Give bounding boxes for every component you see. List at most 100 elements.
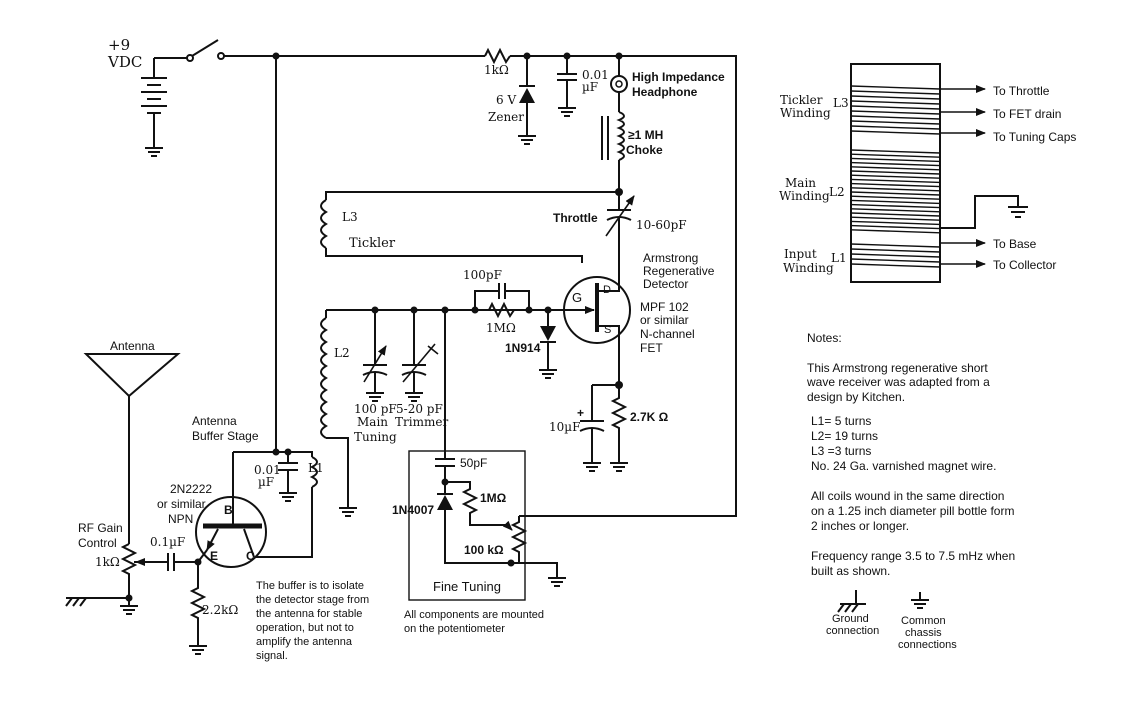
buffer-note-4: operation, but not to bbox=[256, 622, 354, 634]
legend-chassis-1: Common bbox=[901, 615, 946, 627]
diode-1n914 bbox=[538, 310, 558, 379]
l1-coil bbox=[254, 456, 318, 558]
fine-tuning-label: Fine Tuning bbox=[433, 579, 501, 594]
transistor-type-1: 2N2222 bbox=[170, 482, 212, 496]
notes-p1-line3: design by Kitchen. bbox=[807, 390, 905, 404]
resistor-1k-top-label: 1kΩ bbox=[484, 63, 509, 77]
winding-turn bbox=[850, 191, 941, 196]
cap-10uf-plus: + bbox=[577, 406, 584, 420]
power-switch bbox=[186, 39, 225, 62]
winding-turn bbox=[850, 208, 941, 213]
coil-l1-label: L1 bbox=[831, 251, 847, 265]
buffer-note-6: signal. bbox=[256, 650, 288, 662]
cap-top-value: 0.01 bbox=[582, 68, 609, 82]
fet-source-label: S bbox=[604, 324, 611, 336]
l2-label: L2 bbox=[334, 346, 350, 360]
winding-turn bbox=[850, 95, 941, 100]
winding-turn bbox=[850, 263, 941, 268]
buffer-cap-value: 0.01 bbox=[254, 463, 281, 477]
notes-p2-line3: 2 inches or longer. bbox=[811, 519, 909, 533]
fine-resistor-label: 1MΩ bbox=[480, 491, 507, 505]
rf-choke bbox=[601, 111, 625, 192]
throttle-capacitor bbox=[605, 192, 635, 244]
cap-top-unit: µF bbox=[582, 80, 598, 94]
winding-turn bbox=[850, 125, 941, 130]
choke-label: Choke bbox=[626, 143, 663, 157]
buffer-note-1: The buffer is to isolate bbox=[256, 580, 364, 592]
buffer-label-2: Buffer Stage bbox=[192, 429, 259, 443]
l1-label: L1 bbox=[308, 461, 324, 475]
emitter-resistor-2.2k bbox=[188, 562, 208, 655]
coil-main-label-2: Winding bbox=[779, 189, 830, 203]
ground-connection-icon bbox=[837, 590, 866, 613]
winding-turn bbox=[850, 199, 941, 205]
trimmer-value: 5-20 pF bbox=[396, 402, 443, 416]
fet-drain-label: D bbox=[603, 284, 611, 296]
main-tuning-label-1: Main bbox=[357, 415, 388, 429]
winding-turn bbox=[850, 170, 941, 175]
grid-resistor-label: 1MΩ bbox=[486, 321, 516, 335]
grid-resistor-1m bbox=[488, 301, 515, 319]
coil-to-tuning-caps: To Tuning Caps bbox=[993, 130, 1076, 144]
notes-p3-line2: built as shown. bbox=[811, 564, 890, 578]
winding-turn bbox=[850, 195, 941, 200]
fet-type-label-2: or similar bbox=[640, 313, 689, 327]
notes-p2-line1: All coils wound in the same direction bbox=[811, 489, 1004, 503]
winding-turn bbox=[850, 178, 941, 184]
notes-turns-l2: L2= 19 turns bbox=[811, 429, 878, 443]
rf-gain-potentiometer bbox=[65, 543, 152, 615]
winding-turn bbox=[850, 85, 941, 90]
coil-to-fet-drain: To FET drain bbox=[993, 107, 1061, 121]
main-tuning-value: 100 pF bbox=[354, 402, 397, 416]
winding-turn bbox=[850, 220, 941, 226]
l3-label: L3 bbox=[342, 210, 358, 224]
coil-to-base: To Base bbox=[993, 237, 1037, 251]
throttle-cap-label: 10-60pF bbox=[636, 218, 687, 232]
winding-turn bbox=[850, 110, 941, 115]
headphone-label-1: High Impedance bbox=[632, 70, 725, 84]
coil-windings bbox=[850, 85, 941, 268]
antenna-label: Antenna bbox=[110, 339, 155, 353]
throttle-label: Throttle bbox=[553, 211, 598, 225]
coil-tickler-label-1: Tickler bbox=[780, 93, 823, 107]
coil-l2-label: L2 bbox=[829, 185, 845, 199]
winding-turn bbox=[850, 174, 941, 179]
cap-10uf-label: 10µF bbox=[549, 420, 580, 434]
winding-turn bbox=[850, 90, 941, 95]
trimmer-label: Trimmer bbox=[395, 415, 448, 429]
battery bbox=[141, 58, 167, 157]
rf-gain-label-1: RF Gain bbox=[78, 521, 123, 535]
zener-label: Zener bbox=[488, 110, 524, 124]
winding-turn bbox=[850, 258, 941, 263]
fine-tuning-potentiometer bbox=[502, 516, 567, 587]
coil-input-label-2: Winding bbox=[783, 261, 834, 275]
notes-p3-line1: Frequency range 3.5 to 7.5 mHz when bbox=[811, 549, 1015, 563]
coil-l3-label: L3 bbox=[833, 96, 849, 110]
winding-turn bbox=[850, 182, 941, 188]
coil-to-throttle: To Throttle bbox=[993, 84, 1050, 98]
fet-type-label-1: MPF 102 bbox=[640, 300, 689, 314]
buffer-capacitor bbox=[278, 452, 298, 502]
resistor-1k-top bbox=[484, 47, 511, 65]
winding-turn bbox=[850, 253, 941, 258]
winding-turn bbox=[850, 130, 941, 135]
transistor-type-2: or similar bbox=[157, 497, 206, 511]
transistor-base-label: B bbox=[224, 503, 233, 517]
detector-label-3: Detector bbox=[643, 277, 688, 291]
coil-to-collector: To Collector bbox=[993, 258, 1056, 272]
notes-p1-line1: This Armstrong regenerative short bbox=[807, 361, 988, 375]
winding-turn bbox=[850, 166, 941, 171]
coupling-cap-label: 0.1µF bbox=[150, 535, 185, 549]
transistor-collector-label: C bbox=[246, 549, 255, 563]
fine-tuning-box bbox=[408, 450, 526, 601]
winding-turn bbox=[850, 248, 941, 253]
rf-gain-value: 1kΩ bbox=[95, 555, 120, 569]
supply-vdc-label: VDC bbox=[107, 53, 142, 71]
winding-turn bbox=[850, 105, 941, 110]
buffer-note-2: the detector stage from bbox=[256, 594, 369, 606]
supply-plus-label: +9 bbox=[108, 36, 130, 54]
winding-turn bbox=[850, 212, 941, 217]
winding-turn bbox=[850, 229, 941, 234]
main-tuning-capacitor bbox=[362, 310, 388, 402]
buffer-note-3: the antenna for stable bbox=[256, 608, 362, 620]
